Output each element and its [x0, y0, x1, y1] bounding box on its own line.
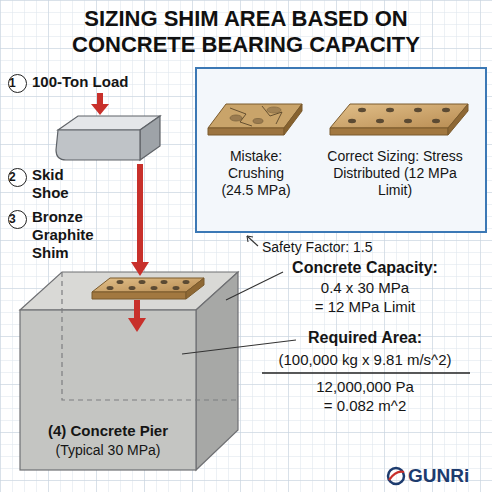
load-arrow — [128, 318, 146, 332]
load-arrow — [91, 104, 109, 115]
concrete-pier — [20, 310, 196, 470]
graphite-plug — [183, 280, 190, 284]
load-arrow — [134, 300, 140, 319]
graphite-plug — [348, 108, 450, 123]
logo-mark — [389, 472, 404, 480]
load-arrow — [91, 93, 109, 115]
skid-shoe — [56, 130, 140, 160]
graphite-plug — [432, 119, 440, 123]
title: SIZING SHIM AREA BASED ON CONCRETE BEARI… — [26, 6, 466, 58]
load-arrow — [131, 262, 149, 276]
graphite-plug — [358, 108, 366, 112]
concrete-pier — [20, 272, 238, 470]
graphite-plug — [129, 286, 136, 290]
graphite-plug — [404, 119, 412, 123]
graphite-plug — [386, 108, 394, 112]
skid-shoe — [56, 116, 160, 160]
calc-numerator: (100,000 kg x 9.81 m/s^2) — [250, 351, 480, 369]
graphite-plug — [376, 119, 384, 123]
callout-number: 2 — [8, 168, 27, 187]
correct-shim — [330, 104, 468, 128]
skid-shoe — [140, 116, 160, 160]
graphite-plug — [173, 286, 180, 290]
calc-denominator: 12,000,000 Pa — [250, 378, 480, 396]
calc-line: = 12 MPa Limit — [250, 298, 480, 316]
part-label: Skid Shoe — [32, 166, 84, 202]
crush-damage — [253, 119, 263, 124]
callout-number: 1 — [8, 74, 27, 93]
graphite-plug — [442, 108, 450, 112]
graphite-plug — [161, 280, 168, 284]
part-label: Bronze Graphite Shim — [32, 208, 98, 262]
crush-damage — [262, 106, 282, 124]
graphite-plug — [151, 286, 158, 290]
fraction-bar — [262, 372, 470, 373]
crushed-shim — [284, 104, 302, 135]
crush-damage — [230, 108, 252, 126]
callout-number: 3 — [8, 210, 27, 229]
logo-text: GUNRi — [408, 465, 488, 488]
note: Safety Factor: 1.5 — [262, 239, 462, 256]
graphite-plug — [139, 280, 146, 284]
graphite-plug — [107, 286, 114, 290]
node-text: Correct Sizing: Stress Distributed (12 M… — [325, 148, 465, 198]
node-text: (4) Concrete Pier — [20, 422, 196, 440]
logo-mark — [388, 468, 404, 484]
graphite-plug — [414, 108, 422, 112]
concrete-pier — [62, 272, 238, 400]
leader-line — [247, 236, 258, 246]
bronze-graphite-shim — [92, 278, 204, 292]
calc-heading: Required Area: — [250, 328, 480, 347]
graphite-plug — [348, 119, 356, 123]
calc-line: 0.4 x 30 MPa — [250, 279, 480, 297]
graphite-plug — [107, 280, 190, 290]
calc-result: = 0.082 m^2 — [250, 397, 480, 415]
logo-mark — [388, 468, 404, 484]
load-arrow — [131, 164, 149, 276]
correct-shim — [448, 104, 468, 135]
correct-shim — [330, 128, 448, 135]
load-arrow — [97, 93, 103, 105]
bronze-graphite-shim — [92, 278, 204, 299]
inset-panel — [196, 68, 486, 232]
calc-heading: Concrete Capacity: — [250, 258, 480, 277]
concrete-pier — [196, 272, 238, 470]
bronze-graphite-shim — [92, 292, 186, 299]
load-arrow — [128, 300, 146, 332]
crush-damage — [267, 107, 281, 113]
correct-shim — [330, 104, 468, 135]
part-label: 100-Ton Load — [32, 73, 162, 91]
crushed-shim — [208, 104, 302, 135]
graphite-plug — [117, 280, 124, 284]
crush-damage — [230, 106, 282, 126]
crush-damage — [230, 115, 242, 121]
node-text: (Typical 30 MPa) — [20, 442, 196, 459]
crushed-shim — [208, 128, 284, 135]
leader-line — [247, 236, 253, 242]
inset-panel: Mistake: Crushing (24.5 MPa) Correct Sizi… — [196, 68, 486, 232]
concrete-pier: (4) Concrete Pier (Typical 30 MPa) — [20, 310, 196, 470]
leader-line — [226, 272, 283, 300]
load-arrow — [137, 164, 143, 264]
node-text: Mistake: Crushing (24.5 MPa) — [211, 148, 301, 198]
